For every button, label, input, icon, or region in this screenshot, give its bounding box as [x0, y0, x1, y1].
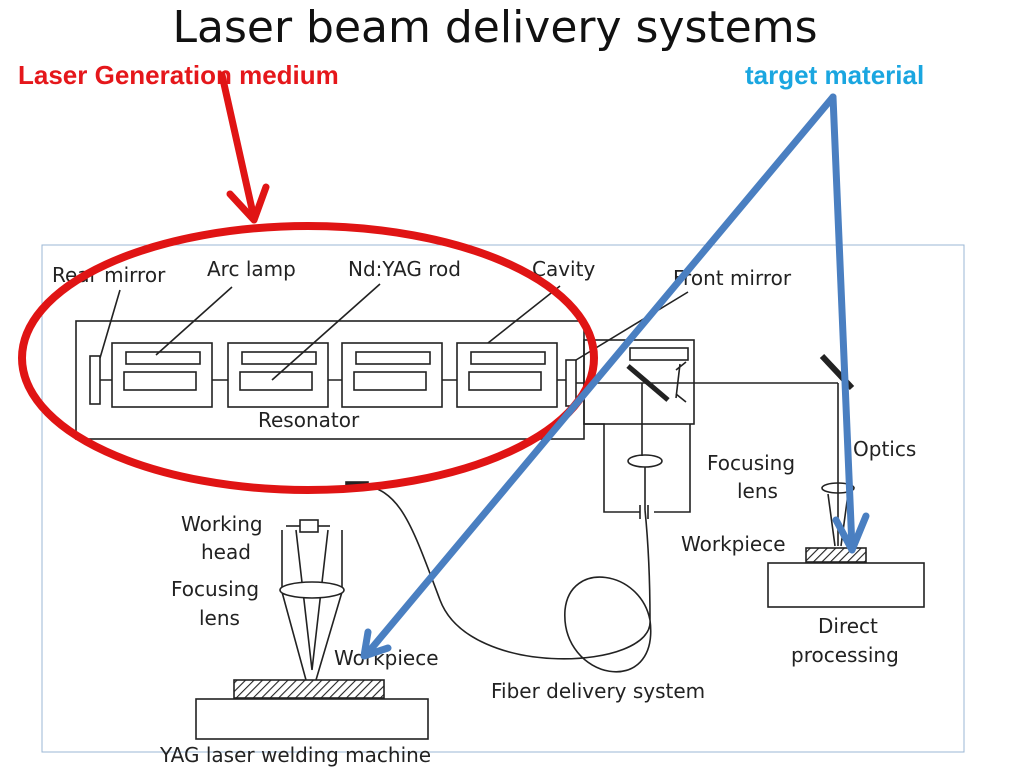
- rear-mirror: [89, 355, 101, 405]
- optics-label: Optics: [853, 437, 916, 461]
- blue-arrowhead-right: [832, 512, 870, 554]
- beam-switch-box: [583, 339, 695, 425]
- blue-arrow-to-left-workpiece: [362, 93, 837, 659]
- arc-lamp-label: Arc lamp: [207, 257, 296, 281]
- front-mirror: [565, 359, 577, 407]
- workpiece-left: [233, 679, 385, 699]
- cavity-module: [111, 342, 213, 408]
- diagram-frame: [41, 244, 965, 753]
- blue-annotation: [360, 93, 870, 660]
- focusing-lens-right-label: Focusing: [707, 451, 795, 475]
- cavity-module: [341, 342, 443, 408]
- blue-arrowhead-left: [360, 628, 392, 660]
- cavity-label: Cavity: [532, 257, 595, 281]
- focusing-lens-right-label-2: lens: [737, 479, 778, 503]
- fiber-delivery-label: Fiber delivery system: [491, 679, 705, 703]
- focusing-lens-left-label: Focusing: [171, 577, 259, 601]
- red-arrowhead: [226, 183, 270, 224]
- welding-table: [195, 698, 429, 740]
- workpiece-right-label: Workpiece: [681, 532, 786, 556]
- cavity-module: [456, 342, 558, 408]
- workpiece-right: [805, 547, 867, 563]
- red-arrow: [218, 71, 258, 222]
- laser-generation-label: Laser Generation medium: [18, 60, 339, 90]
- resonator-label: Resonator: [258, 408, 360, 432]
- cavity-module: [227, 342, 329, 408]
- direct-processing-label-2: processing: [791, 643, 899, 667]
- focusing-lens-left-label-2: lens: [199, 606, 240, 630]
- front-mirror-label: Front mirror: [673, 266, 792, 290]
- working-head-label-2: head: [201, 540, 251, 564]
- ndyag-rod-label: Nd:YAG rod: [348, 257, 461, 281]
- red-annotation: [18, 71, 598, 494]
- slide-title: Laser beam delivery systems: [172, 2, 818, 53]
- laser-medium-highlight-ellipse: [18, 222, 598, 494]
- direct-processing-table: [767, 562, 925, 608]
- working-head-label: Working: [181, 512, 263, 536]
- bottom-caption-label: YAG laser welding machine: [159, 743, 431, 767]
- direct-processing-label: Direct: [818, 614, 878, 638]
- blue-arrow-to-right-workpiece: [829, 93, 856, 552]
- target-material-label: target material: [745, 60, 925, 90]
